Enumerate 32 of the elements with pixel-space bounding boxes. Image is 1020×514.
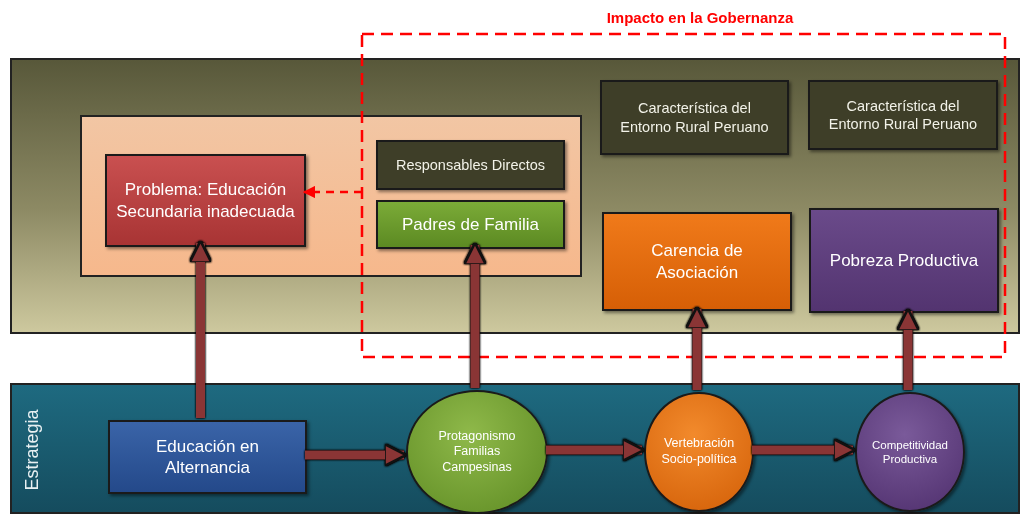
process-box <box>808 80 998 150</box>
node-label: Característica del Entorno Rural Peruano <box>827 96 979 134</box>
node-label: Educación en Alternancia <box>155 435 260 479</box>
process-box <box>600 80 789 155</box>
process-box <box>105 154 306 247</box>
process-box <box>809 208 999 313</box>
process-box <box>376 140 565 190</box>
block-arrow <box>188 239 213 418</box>
block-arrow <box>752 437 857 463</box>
node-label: Característica del Entorno Rural Peruano <box>619 99 770 136</box>
process-box <box>108 420 307 494</box>
band-background <box>10 58 1020 334</box>
block-arrow <box>546 437 646 463</box>
region-title: Impacto en la Gobernanza <box>605 9 795 26</box>
strategy-band <box>10 383 1020 514</box>
node-label: Competitividad Productiva <box>870 437 950 467</box>
node-label: Carencia de Asociación <box>650 240 744 283</box>
node-label: Responsables Directos <box>395 155 546 175</box>
process-box <box>602 212 792 311</box>
block-arrow <box>462 241 488 388</box>
block-arrow <box>305 442 408 468</box>
node-label: Pobreza Productiva <box>829 249 979 272</box>
block-arrow <box>684 305 710 390</box>
band-title: Estrategia <box>21 410 43 491</box>
node-label: Padres de Familia <box>402 213 539 236</box>
node-label: Problema: Educación Secundaria inadecuada <box>115 179 296 222</box>
node-label: Protagonismo Familias Campesinas <box>437 428 517 476</box>
block-arrow <box>895 307 921 390</box>
dashed-arrow <box>302 185 362 199</box>
node-label: Vertebración Socio-política <box>660 436 738 468</box>
process-box <box>376 200 565 249</box>
panel <box>80 115 582 277</box>
